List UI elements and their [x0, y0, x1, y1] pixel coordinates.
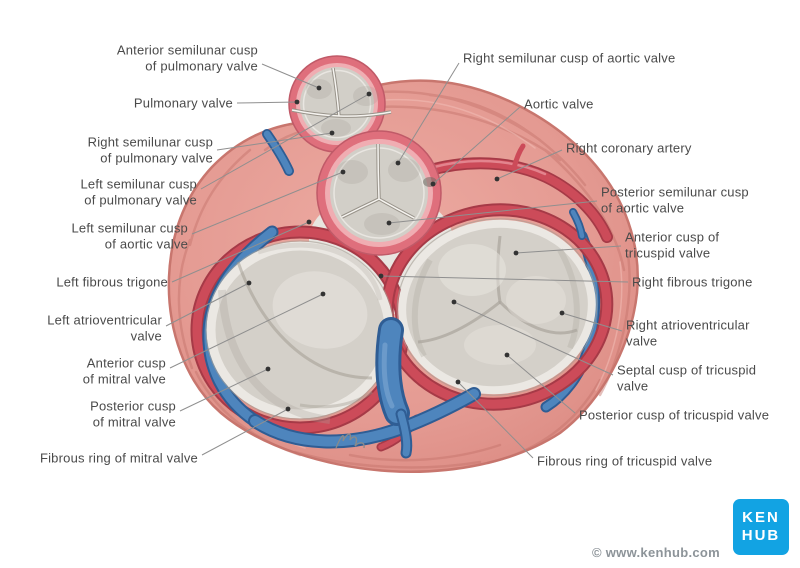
mitral-valve-leaflets — [205, 240, 395, 424]
coronary-sinus-bottom — [248, 317, 481, 459]
label-septal-cusp-of-tricuspid-valve: Septal cusp of tricuspid valve — [617, 362, 757, 394]
label-anterior-cusp-of-mitral-valve: Anterior cusp of mitral valve — [82, 355, 166, 387]
aortic-valve-illustration — [316, 130, 442, 256]
label-right-fibrous-trigone: Right fibrous trigone — [632, 274, 753, 290]
label-left-semilunar-cusp-of-aortic-valve: Left semilunar cusp of aortic valve — [71, 220, 188, 252]
label-pulmonary-valve: Pulmonary valve — [133, 95, 233, 111]
label-left-semilunar-cusp-of-pulmonary-valve: Left semilunar cusp of pulmonary valve — [80, 176, 197, 208]
label-right-coronary-artery: Right coronary artery — [566, 140, 692, 156]
label-posterior-cusp-of-mitral-valve: Posterior cusp of mitral valve — [90, 398, 176, 430]
label-right-semilunar-cusp-of-pulmonary-valve: Right semilunar cusp of pulmonary valve — [87, 134, 213, 166]
label-right-atrioventricular-valve: Right atrioventricular valve — [626, 317, 750, 349]
label-fibrous-ring-of-mitral-valve: Fibrous ring of mitral valve — [39, 450, 198, 466]
label-anterior-cusp-of-tricuspid-valve: Anterior cusp of tricuspid valve — [625, 229, 720, 261]
label-aortic-valve: Aortic valve — [524, 96, 594, 112]
label-left-atrioventricular-valve: Left atrioventricular valve — [47, 312, 162, 344]
kenhub-logo-text-top: KEN — [742, 509, 780, 526]
copyright-link[interactable]: © www.kenhub.com — [591, 545, 720, 560]
label-posterior-semilunar-cusp-of-aortic-valve: Posterior semilunar cusp of aortic valve — [601, 184, 749, 216]
label-posterior-cusp-of-tricuspid-valve: Posterior cusp of tricuspid valve — [579, 407, 770, 423]
label-right-semilunar-cusp-of-aortic-valve: Right semilunar cusp of aortic valve — [463, 50, 676, 66]
label-left-fibrous-trigone: Left fibrous trigone — [56, 274, 168, 290]
label-fibrous-ring-of-tricuspid-valve: Fibrous ring of tricuspid valve — [537, 453, 713, 469]
kenhub-logo-text-bottom: HUB — [741, 527, 781, 544]
kenhub-logo[interactable]: KEN HUB — [733, 499, 789, 555]
label-anterior-semilunar-cusp-of-pulmonary-valve: Anterior semilunar cusp of pulmonary val… — [116, 42, 258, 74]
artist-signature — [335, 433, 365, 449]
